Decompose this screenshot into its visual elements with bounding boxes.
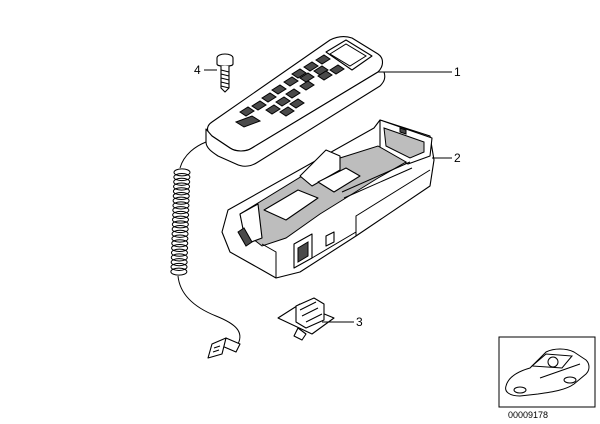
cord-coil — [172, 201, 190, 210]
callout-1: 1 — [454, 65, 461, 79]
coiled-cord — [170, 141, 241, 359]
cord-coil — [171, 229, 189, 238]
cord-coil — [171, 220, 189, 229]
cord-coil — [171, 225, 189, 234]
cord-coil — [173, 168, 191, 177]
cord-coil — [172, 191, 190, 201]
cord-coil — [170, 253, 188, 262]
car-locator-inset — [498, 336, 596, 408]
cord-coil — [172, 215, 189, 224]
cord-coil — [170, 258, 188, 267]
mounting-clip — [277, 297, 335, 341]
cord-coil — [171, 239, 189, 248]
cord-coil — [170, 267, 188, 276]
cord-coil — [173, 182, 191, 191]
cord-coil — [172, 196, 190, 205]
handset — [205, 36, 386, 167]
cord-coil — [173, 173, 191, 182]
cord-coil — [172, 187, 190, 196]
cord-coil — [170, 248, 188, 257]
handset-logo-badge — [234, 115, 262, 128]
screw — [216, 53, 234, 93]
handset-keypad — [239, 54, 345, 117]
cord-coil — [171, 234, 189, 243]
callout-2: 2 — [454, 151, 461, 165]
car-outline — [505, 348, 590, 397]
callout-leaders — [204, 69, 452, 323]
cord-coil — [170, 262, 188, 271]
cord-coil — [172, 206, 190, 215]
cord-coil — [173, 177, 191, 186]
reference-number: 00009178 — [508, 410, 548, 420]
callout-3: 3 — [356, 315, 363, 329]
callout-4: 4 — [194, 63, 201, 77]
cord-coil — [171, 243, 189, 253]
cradle-holder — [221, 119, 435, 279]
cord-coil — [172, 210, 190, 219]
